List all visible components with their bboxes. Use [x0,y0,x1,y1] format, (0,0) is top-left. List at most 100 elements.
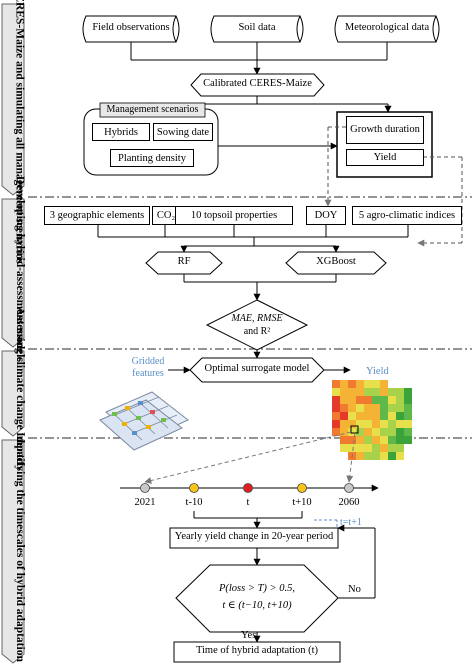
input-meteorological-data: Meteorological data [344,22,430,33]
yield-map-cell [388,444,396,452]
yield-map-cell [332,420,340,428]
yield-map-cell [396,404,404,412]
yield-map-cell [340,412,348,420]
gridded-features-illustration [99,391,189,451]
yield-map-cell [396,396,404,404]
yield-map-cell [348,380,356,388]
timeline-point [189,483,199,493]
yield-map-cell [348,444,356,452]
yield-map-cell [364,436,372,444]
yield-map-cell [356,404,364,412]
yield-map-cell [388,420,396,428]
feature-doy: DOY [306,206,346,225]
yield-map-cell [404,396,412,404]
decision-shape [175,564,339,633]
yield-map-cell [364,428,372,436]
yield-map-cell [404,436,412,444]
yield-map-cell [396,428,404,436]
yield-map-cell [404,388,412,396]
timeline-point [344,483,354,493]
timeline-tick-label: t [246,497,250,508]
yield-map-cell [340,436,348,444]
yield-map-cell [372,412,380,420]
management-planting-density: Planting density [110,149,194,167]
yield-map-cell [372,452,380,460]
input-soil-data: Soil data [238,22,276,33]
yield-map-cell [396,444,404,452]
metrics-line-2: and R² [243,326,271,337]
yield-map-cell [388,388,396,396]
management-title-box [99,102,206,118]
yield-map-cell [380,396,388,404]
yield-map-cell [380,436,388,444]
yield-map-cell [372,404,380,412]
timeline-ticks [140,483,354,493]
timeline-tick-label: t+10 [292,497,312,508]
yield-map-cell [372,420,380,428]
surrogate-model-label: Optimal surrogate model [204,363,310,374]
timeline-point [243,483,253,493]
yield-map-cell [348,436,356,444]
result-box [173,641,341,663]
yield-map-cell [340,396,348,404]
decision-yes-label: Yes [241,630,257,641]
input-field-observations: Field observations [92,22,170,33]
gridded-label-line-1: Gridded [131,356,165,367]
section-label-4-text: Identifying the timescales of hybrid ada… [14,432,27,662]
yield-map-cell [364,444,372,452]
timeline-bracket [193,511,303,529]
lower-connectors [253,524,376,643]
result-label: Time of hybrid adaptation (t) [195,645,319,656]
yield-map-cell [364,380,372,388]
yield-map-cell [356,380,364,388]
yield-map-cell [388,452,396,460]
yield-map-cell [388,404,396,412]
model-rf: RF [177,256,191,267]
output-yield: Yield [346,149,424,166]
yield-map-cell [332,380,340,388]
yield-map-cell [332,428,340,436]
section-label-4: Identifying the timescales of hybrid ada… [0,432,40,662]
yield-map-cell [348,404,356,412]
map-to-timeline [144,431,356,484]
yield-map-cell [364,388,372,396]
output-growth-duration: Growth duration [346,116,424,144]
yield-map-cell [404,412,412,420]
yield-label: Yield [366,366,389,377]
yield-map-cell [404,420,412,428]
timeline-tick-label: 2021 [134,497,156,508]
yield-map-cell [340,428,348,436]
gridded-label-line-2: features [132,368,164,379]
yield-map-cell [364,420,372,428]
yield-map-cell [380,444,388,452]
section-arrow-4 [1,439,25,664]
yield-map-cell [356,420,364,428]
yearly-change-box [169,527,339,549]
yield-map-cell [340,420,348,428]
yield-map-cell [340,404,348,412]
yield-map-cell [356,452,364,460]
yield-map-cell [340,380,348,388]
yield-map-cell [356,444,364,452]
yield-map-cell [356,396,364,404]
section-arrow-1 [1,3,25,196]
yield-map-cell [332,412,340,420]
management-hybrids: Hybrids [92,123,150,141]
metrics-diamond [205,299,309,351]
timeline-point [140,483,150,493]
decision-no-label: No [348,584,361,595]
management-sowing-date: Sowing date [153,123,213,141]
section-label-1: Calibrating CERES-Maize and simulating a… [0,0,40,264]
feature-topsoil: 10 topsoil properties [175,206,293,225]
yield-map-cell [380,420,388,428]
calibrated-model-shape [190,73,325,97]
yield-map-cell [332,404,340,412]
loop-label: t=t+1 [340,517,362,528]
timeline-point [297,483,307,493]
section-label-3: Assessing climate change impacts [0,307,40,471]
yield-map-cell [388,436,396,444]
yield-map-cell [380,452,388,460]
yield-map-cell [372,436,380,444]
yield-map-cell [348,412,356,420]
section-arrow-2 [1,198,25,348]
